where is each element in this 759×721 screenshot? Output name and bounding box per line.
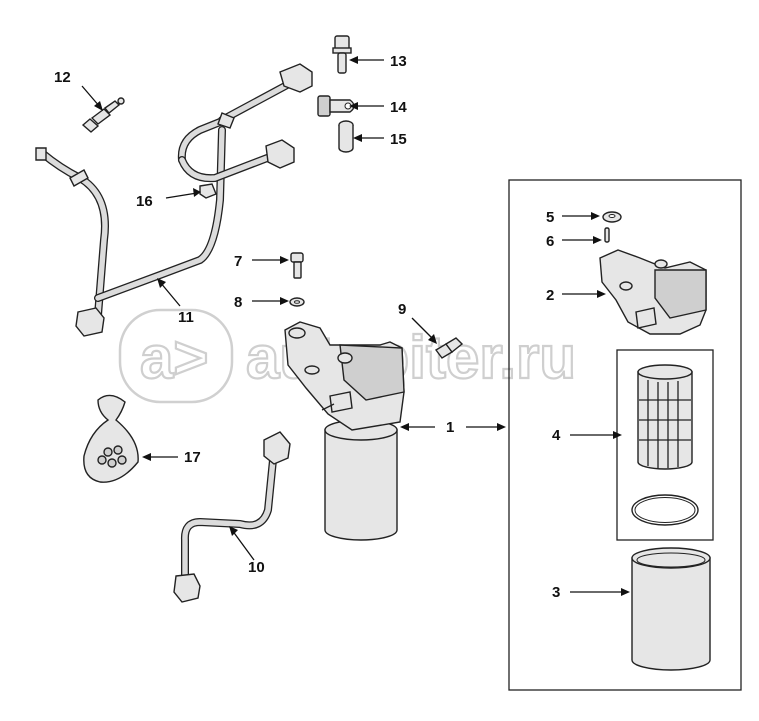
sensor-9 (434, 337, 464, 359)
pin-6 (604, 227, 610, 243)
fuel-line-10 (173, 431, 291, 603)
label-1: 1 (446, 419, 454, 436)
label-7: 7 (234, 253, 242, 270)
label-3: 3 (552, 584, 560, 601)
label-17: 17 (184, 449, 201, 466)
fuel-filter-assembly-1 (284, 321, 405, 541)
label-15: 15 (390, 131, 407, 148)
label-14: 14 (390, 99, 407, 116)
label-9: 9 (398, 301, 406, 318)
clip-16 (199, 183, 217, 199)
label-6: 6 (546, 233, 554, 250)
label-11: 11 (178, 309, 194, 326)
label-12: 12 (54, 69, 71, 86)
label-13: 13 (390, 53, 407, 70)
filter-bowl-3 (631, 547, 711, 671)
service-kit-frame (508, 179, 742, 691)
callout-labels: 13 12 14 15 16 7 8 9 11 1 17 10 5 6 2 4 … (54, 53, 561, 601)
filter-head-2 (599, 249, 707, 335)
watermark-logo-box (118, 308, 234, 404)
sleeve-15 (338, 120, 354, 153)
label-5: 5 (546, 209, 554, 226)
parts-bag-17 (83, 394, 139, 483)
fuel-line-11 (35, 63, 313, 337)
fitting-12 (81, 97, 125, 133)
label-16: 16 (136, 193, 153, 210)
label-2: 2 (546, 287, 554, 304)
leader-lines (81, 56, 630, 596)
filter-element-4 (631, 364, 699, 526)
label-10: 10 (248, 559, 265, 576)
clip-14 (317, 95, 355, 117)
filter-element-kit-frame (616, 349, 714, 541)
washer-8 (289, 297, 305, 307)
watermark-logo: a> (140, 324, 208, 391)
nut-5 (602, 211, 622, 223)
bolt-13 (332, 35, 352, 74)
bolt-7 (290, 252, 304, 279)
label-4: 4 (552, 427, 561, 444)
label-8: 8 (234, 294, 242, 311)
